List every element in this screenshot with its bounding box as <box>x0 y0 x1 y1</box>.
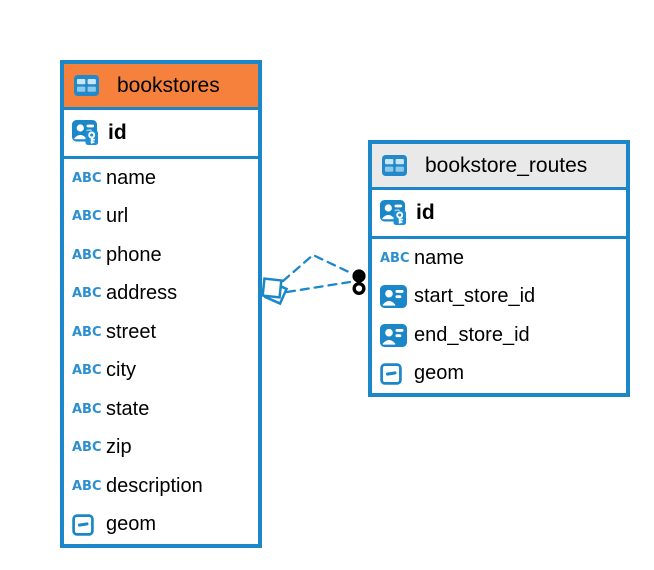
column-row[interactable]: ABC name <box>64 159 258 198</box>
columns-section: ABC name start_store_id end_store_id <box>372 239 626 393</box>
abc-text-type-icon: ABC <box>72 478 102 494</box>
primary-key-icon <box>380 200 409 226</box>
column-name: zip <box>106 436 132 459</box>
relationship-line-lower <box>285 280 352 294</box>
columns-section: ABC name ABC url ABC phone ABC address A… <box>64 159 258 544</box>
table-name: bookstore_routes <box>425 153 588 177</box>
column-name: name <box>414 246 465 269</box>
column-row[interactable]: end_store_id <box>372 316 626 355</box>
abc-text-type-icon: ABC <box>72 440 102 456</box>
column-row[interactable]: ABC url <box>64 197 258 236</box>
abc-text-type-icon: ABC <box>72 324 102 340</box>
table-icon <box>382 155 407 176</box>
abc-text-type-icon: ABC <box>72 401 102 417</box>
table-icon <box>74 75 99 96</box>
column-type-icon-holder: ABC <box>72 440 106 455</box>
abc-text-type-icon: ABC <box>72 363 102 379</box>
column-type-icon-holder <box>380 323 414 347</box>
column-type-icon-holder: ABC <box>72 402 106 417</box>
table-icon-holder <box>382 155 416 176</box>
column-row[interactable]: ABC name <box>372 239 626 278</box>
column-type-icon-holder: ABC <box>72 325 106 340</box>
primary-key-name: id <box>108 121 127 144</box>
column-name: geom <box>106 513 157 536</box>
column-name: description <box>106 474 203 497</box>
column-row[interactable]: ABC phone <box>64 236 258 275</box>
column-type-icon-holder: ABC <box>72 286 106 301</box>
table-bookstore-routes-header[interactable]: bookstore_routes <box>372 144 626 190</box>
column-row[interactable]: ABC description <box>64 467 258 506</box>
column-row[interactable]: ABC state <box>64 390 258 429</box>
column-name: phone <box>106 243 162 266</box>
abc-text-type-icon: ABC <box>72 286 102 302</box>
geometry-type-icon <box>72 514 94 536</box>
stacked-squares-marker <box>261 277 289 306</box>
column-row[interactable]: ABC street <box>64 313 258 352</box>
column-name: street <box>106 320 157 343</box>
column-name: geom <box>414 362 465 385</box>
column-name: end_store_id <box>414 323 530 346</box>
abc-text-type-icon: ABC <box>72 170 102 186</box>
column-name: start_store_id <box>414 285 536 308</box>
column-type-icon-holder <box>72 514 106 536</box>
primary-key-row[interactable]: id <box>64 110 258 159</box>
column-name: address <box>106 282 178 305</box>
column-row[interactable]: geom <box>372 354 626 393</box>
geometry-type-icon <box>380 363 402 385</box>
column-type-icon-holder: ABC <box>72 479 106 494</box>
abc-text-type-icon: ABC <box>72 209 102 225</box>
primary-key-row[interactable]: id <box>372 190 626 239</box>
column-row[interactable]: ABC zip <box>64 428 258 467</box>
column-row[interactable]: ABC address <box>64 274 258 313</box>
primary-key-icon <box>72 120 101 146</box>
column-type-icon-holder: ABC <box>72 363 106 378</box>
foreign-key-reference-icon <box>380 285 407 309</box>
column-type-icon-holder: ABC <box>72 209 106 224</box>
primary-key-icon-holder <box>72 120 108 146</box>
column-row[interactable]: start_store_id <box>372 277 626 316</box>
table-bookstores[interactable]: bookstores id ABC name ABC url ABC phon <box>60 60 262 548</box>
column-type-icon-holder <box>380 285 414 309</box>
abc-text-type-icon: ABC <box>72 247 102 263</box>
table-name: bookstores <box>117 73 220 97</box>
relationship-line-upper <box>281 253 355 283</box>
primary-key-icon-holder <box>380 200 416 226</box>
column-row[interactable]: geom <box>64 505 258 544</box>
column-name: state <box>106 397 150 420</box>
column-name: name <box>106 166 157 189</box>
column-row[interactable]: ABC city <box>64 351 258 390</box>
column-type-icon-holder <box>380 363 414 385</box>
primary-key-name: id <box>416 201 435 224</box>
table-bookstores-header[interactable]: bookstores <box>64 64 258 110</box>
foreign-key-reference-icon <box>380 323 407 347</box>
column-name: url <box>106 205 129 228</box>
dot-and-ring-marker <box>352 269 366 296</box>
table-bookstore-routes[interactable]: bookstore_routes id ABC name <box>368 140 630 397</box>
column-type-icon-holder: ABC <box>72 171 106 186</box>
column-name: city <box>106 359 136 382</box>
abc-text-type-icon: ABC <box>380 250 410 266</box>
column-type-icon-holder: ABC <box>380 251 414 266</box>
column-type-icon-holder: ABC <box>72 248 106 263</box>
table-icon-holder <box>74 75 108 96</box>
